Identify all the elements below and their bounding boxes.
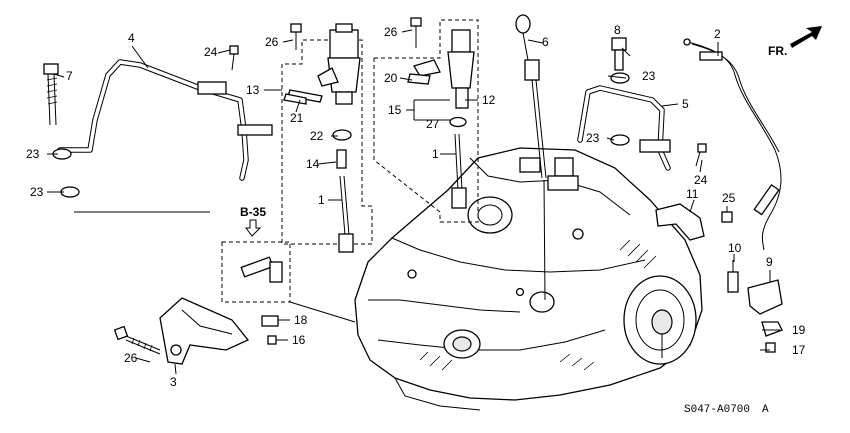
switch-10	[727, 260, 739, 293]
callout-26-bottom: 26	[124, 351, 138, 365]
bolt-25	[721, 211, 733, 223]
speed-sensor-assembly-12	[373, 19, 479, 223]
bolt-17	[765, 342, 776, 353]
callout-25: 25	[722, 191, 736, 205]
callout-2: 2	[714, 27, 721, 41]
o-ring-27	[449, 116, 467, 128]
callout-8: 8	[614, 23, 621, 37]
mount-bracket-3	[159, 297, 250, 365]
callout-5: 5	[682, 97, 689, 111]
pin-14	[336, 149, 347, 169]
cooler-tube-right	[577, 85, 671, 171]
callout-3: 3	[170, 375, 177, 389]
union-bolt-7	[43, 63, 59, 126]
callout-17: 17	[792, 343, 806, 357]
union-bolt-8	[611, 37, 627, 71]
dipstick	[515, 14, 547, 301]
bolt-16	[267, 335, 277, 345]
clip-20	[407, 73, 431, 85]
cover-9	[747, 279, 783, 315]
callout-23-left-top: 23	[26, 147, 40, 161]
clip-21	[283, 93, 307, 105]
bolt-24a	[229, 45, 239, 71]
reference-code-number: S047-A0700	[684, 404, 750, 416]
callout-12: 12	[482, 93, 496, 107]
bolt-24b	[695, 143, 707, 167]
shaft-1b	[451, 133, 467, 209]
callout-23-right-top: 23	[642, 69, 656, 83]
shift-cable	[683, 38, 782, 251]
callout-15: 15	[388, 103, 402, 117]
callout-16: 16	[292, 333, 306, 347]
callout-27: 27	[426, 117, 440, 131]
washer-23c	[610, 72, 630, 84]
reference-code-revision: A	[762, 404, 769, 416]
bolt-26b	[410, 17, 422, 48]
bracket-11	[655, 203, 705, 241]
cooler-tube-left	[57, 59, 273, 181]
shaft-1a	[338, 175, 354, 253]
transmission-housing	[354, 147, 703, 411]
callout-6: 6	[542, 35, 549, 49]
callout-24-left: 24	[204, 45, 218, 59]
callout-26-middle: 26	[384, 25, 398, 39]
callout-23-right-bottom: 23	[586, 131, 600, 145]
callout-18: 18	[294, 313, 308, 327]
washer-23d	[610, 134, 630, 146]
bolt-26c	[113, 325, 161, 355]
nut-19	[761, 321, 783, 337]
o-ring-22	[332, 129, 352, 141]
reference-code: S047-A0700 A	[684, 404, 769, 416]
callout-21: 21	[290, 111, 304, 125]
callout-14: 14	[306, 157, 320, 171]
front-direction-arrow	[790, 26, 822, 48]
callout-20: 20	[384, 71, 398, 85]
detail-box-b35	[221, 219, 291, 303]
callout-13: 13	[246, 83, 260, 97]
callout-1-left: 1	[318, 193, 325, 207]
speed-sensor-assembly-13	[281, 23, 373, 245]
callout-24-right: 24	[694, 173, 708, 187]
callout-labels: 4 7 24 26 26 6 8 2 FR. 23 5 23 24 23 23 …	[26, 23, 806, 389]
front-label: FR.	[768, 44, 787, 58]
callout-10: 10	[728, 241, 742, 255]
callout-1-right: 1	[432, 147, 439, 161]
callout-11: 11	[686, 187, 699, 201]
callout-9: 9	[766, 255, 773, 269]
callout-4: 4	[128, 31, 135, 45]
callout-7: 7	[66, 69, 73, 83]
callout-19: 19	[792, 323, 806, 337]
leader-lines	[47, 29, 780, 375]
bracket-18	[261, 315, 279, 327]
callout-22: 22	[310, 129, 324, 143]
callout-23-left-bottom: 23	[30, 185, 44, 199]
callout-26-left: 26	[265, 35, 279, 49]
bolt-26a	[290, 23, 302, 50]
section-reference: B-35	[240, 205, 266, 219]
